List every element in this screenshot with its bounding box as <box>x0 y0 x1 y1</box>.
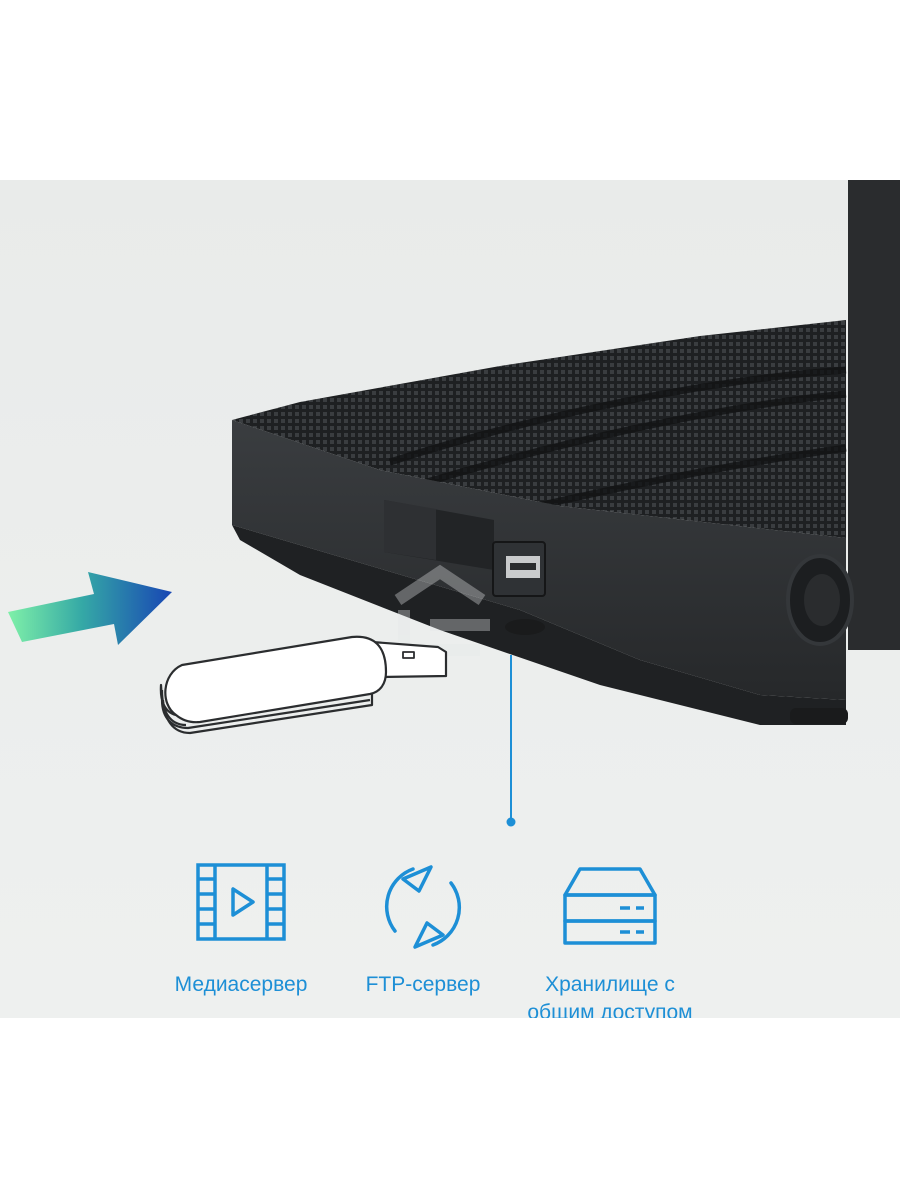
router-side-connector-inner <box>804 574 840 626</box>
media-server-icon <box>196 863 286 941</box>
router-top-mesh <box>232 320 846 538</box>
feature-ftp-server: FTP-сервер <box>323 857 523 999</box>
storage-server-icon <box>563 867 657 945</box>
router-foot-right <box>790 708 848 724</box>
feature-media-label: Медиасервер <box>174 973 308 996</box>
router-top-grooves <box>388 366 847 514</box>
router-antenna <box>848 180 900 650</box>
router-front-slot-inner <box>384 500 436 560</box>
router-usb-illustration <box>8 180 900 827</box>
feature-ftp-label: FTP-сервер <box>365 973 481 996</box>
feature-shared-storage: Хранилище с общим доступом <box>510 857 710 1018</box>
insert-direction-arrow <box>8 572 172 645</box>
feature-media-server: Медиасервер <box>141 857 341 999</box>
usb-port-tongue <box>510 563 536 570</box>
ftp-sync-icon <box>384 865 462 949</box>
usb-flash-drive <box>159 635 448 735</box>
usb-callout-dot <box>506 817 516 827</box>
router-foot-left <box>505 619 545 635</box>
product-scene-panel: Медиасервер FTP-сервер <box>0 180 900 1018</box>
feature-storage-label: Хранилище с общим доступом <box>527 973 693 1018</box>
